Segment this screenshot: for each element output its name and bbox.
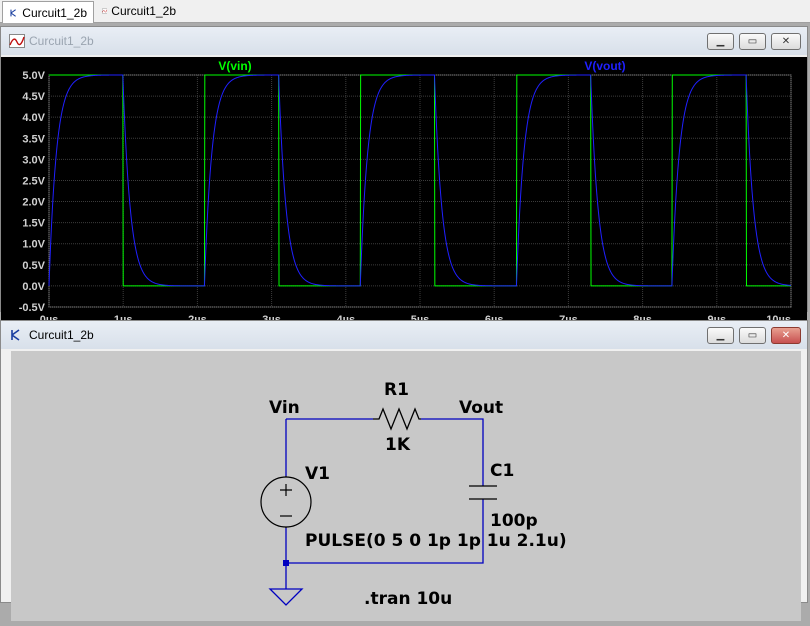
- plot-area[interactable]: 0µs1µs2µs3µs4µs5µs6µs7µs8µs9µs10µs5.0V4.…: [1, 57, 807, 333]
- junction-dot: [283, 560, 289, 566]
- legend-vin: V(vin): [218, 59, 251, 73]
- y-tick-label: 4.0V: [22, 112, 45, 124]
- net-label-vout: Vout: [459, 398, 503, 418]
- v1-value: PULSE(0 5 0 1p 1p 1u 2.1u): [305, 531, 567, 551]
- maximize-button[interactable]: ▭: [739, 327, 766, 344]
- schematic-drawing[interactable]: Vin Vout R1 1K V1 PULSE(0 5 0 1p 1p 1u 2…: [11, 351, 801, 621]
- minimize-icon: ▁: [716, 36, 725, 47]
- minimize-button[interactable]: ▁: [707, 327, 734, 344]
- schematic-window-titlebar[interactable]: Curcuit1_2b ▁ ▭ ✕: [1, 321, 807, 349]
- close-icon: ✕: [781, 36, 791, 47]
- wire-vout[interactable]: [421, 418, 484, 486]
- y-tick-label: 3.5V: [22, 133, 45, 145]
- schematic-canvas[interactable]: Vin Vout R1 1K V1 PULSE(0 5 0 1p 1p 1u 2…: [11, 351, 801, 621]
- tab-label: Curcuit1_2b: [22, 5, 87, 20]
- c1-name: C1: [490, 461, 514, 481]
- y-tick-label: 0.0V: [22, 281, 45, 293]
- r1-value: 1K: [385, 435, 411, 455]
- close-button[interactable]: ✕: [771, 33, 801, 50]
- maximize-icon: ▭: [747, 36, 758, 47]
- net-label-vin: Vin: [269, 398, 300, 418]
- spice-directive: .tran 10u: [364, 589, 452, 609]
- y-tick-label: 2.5V: [22, 175, 45, 187]
- c1-value: 100p: [490, 511, 538, 531]
- tab-schematic[interactable]: Curcuit1_2b: [2, 1, 94, 23]
- tab-label: Curcuit1_2b: [111, 4, 176, 18]
- r1-name: R1: [384, 380, 409, 400]
- y-tick-label: 4.5V: [22, 91, 45, 103]
- wire-ground[interactable]: [285, 499, 484, 564]
- plot-window: Curcuit1_2b ▁ ▭ ✕ 0µs1µs2µs3µs4µs5µs6µs7…: [0, 26, 808, 333]
- v1-name: V1: [305, 464, 330, 484]
- legend-vout: V(vout): [584, 59, 625, 73]
- schematic-window: Curcuit1_2b ▁ ▭ ✕: [0, 320, 808, 621]
- plot-window-title: Curcuit1_2b: [29, 34, 94, 48]
- voltage-source-v1[interactable]: [260, 476, 312, 528]
- y-tick-label: 3.0V: [22, 154, 45, 166]
- plot-window-titlebar[interactable]: Curcuit1_2b ▁ ▭ ✕: [1, 27, 807, 55]
- schematic-icon: [11, 329, 20, 341]
- y-tick-label: 1.5V: [22, 218, 45, 230]
- schematic-window-title: Curcuit1_2b: [29, 328, 94, 342]
- resistor-r1[interactable]: [373, 407, 421, 431]
- document-tab-bar: Curcuit1_2b Curcuit1_2b: [0, 0, 810, 23]
- y-tick-label: 2.0V: [22, 197, 45, 209]
- y-tick-label: 1.0V: [22, 239, 45, 251]
- capacitor-c1[interactable]: [469, 485, 497, 500]
- waveform-chart[interactable]: 0µs1µs2µs3µs4µs5µs6µs7µs8µs9µs10µs5.0V4.…: [1, 57, 807, 333]
- ground-symbol[interactable]: [268, 588, 304, 606]
- close-icon: ✕: [781, 330, 791, 341]
- maximize-icon: ▭: [747, 330, 758, 341]
- minimize-icon: ▁: [716, 330, 725, 341]
- minimize-button[interactable]: ▁: [707, 33, 734, 50]
- waveform-icon: [9, 34, 25, 48]
- tab-waveform[interactable]: Curcuit1_2b: [96, 1, 182, 21]
- close-button[interactable]: ✕: [771, 327, 801, 344]
- y-tick-label: -0.5V: [19, 302, 46, 314]
- series-vout-line: [48, 74, 792, 287]
- y-tick-label: 5.0V: [22, 70, 45, 82]
- waveform-icon: [102, 8, 108, 14]
- schematic-icon: [10, 8, 16, 17]
- maximize-button[interactable]: ▭: [739, 33, 766, 50]
- y-tick-label: 0.5V: [22, 260, 45, 272]
